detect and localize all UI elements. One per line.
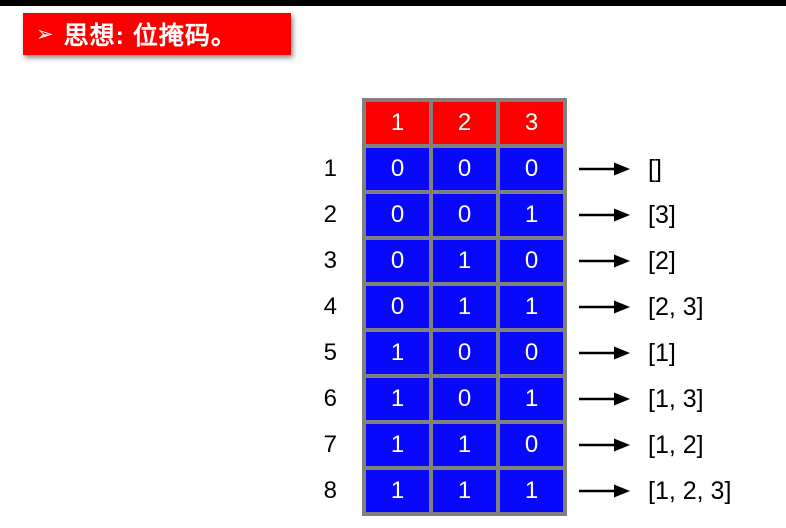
bit-cell: 1	[366, 470, 429, 512]
row-label: 4	[323, 293, 337, 320]
bit-cell: 0	[366, 194, 429, 236]
row-index-column: 1 2 3 4 5 6 7 8	[295, 148, 337, 512]
top-border-bar	[0, 0, 786, 6]
arrows-column	[578, 148, 631, 512]
bit-cell: 1	[500, 378, 563, 420]
right-arrow-icon	[578, 378, 631, 420]
bit-cell: 0	[500, 332, 563, 374]
subset-label: []	[648, 155, 662, 183]
header-cell: 1	[366, 102, 429, 144]
row-label: 2	[323, 201, 337, 228]
bit-cell: 0	[433, 148, 496, 190]
bit-cell: 0	[500, 424, 563, 466]
subset-label: [1, 3]	[648, 385, 704, 413]
header-cell: 3	[500, 102, 563, 144]
arrow-bullet-icon: ➢	[36, 22, 55, 46]
right-arrow-icon	[578, 332, 631, 374]
row-label: 3	[323, 247, 337, 274]
bitmask-table: 1 2 3 0 0 0 0 0 1 0 1 0 0 1 1 1 0 0 1 0 …	[362, 98, 567, 516]
bit-cell: 1	[433, 286, 496, 328]
bit-cell: 0	[366, 240, 429, 282]
row-label: 5	[323, 339, 337, 366]
row-label: 8	[323, 477, 337, 504]
bit-cell: 0	[366, 148, 429, 190]
subset-label: [3]	[648, 201, 676, 229]
bit-cell: 1	[366, 424, 429, 466]
bit-cell: 1	[433, 240, 496, 282]
right-arrow-icon	[578, 286, 631, 328]
right-arrow-icon	[578, 470, 631, 512]
bit-cell: 0	[433, 332, 496, 374]
row-label: 6	[323, 385, 337, 412]
bit-cell: 1	[500, 194, 563, 236]
bit-cell: 0	[433, 378, 496, 420]
bit-cell: 1	[500, 470, 563, 512]
bit-cell: 1	[433, 424, 496, 466]
title-banner: ➢ 思想: 位掩码。	[23, 13, 291, 55]
subsets-column: [] [3] [2] [2, 3] [1] [1, 3] [1, 2] [1, …	[648, 148, 731, 512]
right-arrow-icon	[578, 194, 631, 236]
right-arrow-icon	[578, 424, 631, 466]
bit-cell: 0	[500, 240, 563, 282]
subset-label: [1, 2, 3]	[648, 477, 732, 505]
bit-cell: 1	[433, 470, 496, 512]
bit-cell: 1	[500, 286, 563, 328]
subset-label: [1, 2]	[648, 431, 704, 459]
subset-label: [2]	[648, 247, 676, 275]
bit-cell: 1	[366, 378, 429, 420]
row-label: 7	[323, 431, 337, 458]
header-cell: 2	[433, 102, 496, 144]
page-title: 思想: 位掩码。	[63, 22, 237, 50]
bit-cell: 1	[366, 332, 429, 374]
row-label: 1	[323, 155, 337, 182]
right-arrow-icon	[578, 148, 631, 190]
bit-cell: 0	[433, 194, 496, 236]
bit-cell: 0	[500, 148, 563, 190]
bit-cell: 0	[366, 286, 429, 328]
right-arrow-icon	[578, 240, 631, 282]
subset-label: [2, 3]	[648, 293, 704, 321]
subset-label: [1]	[648, 339, 676, 367]
